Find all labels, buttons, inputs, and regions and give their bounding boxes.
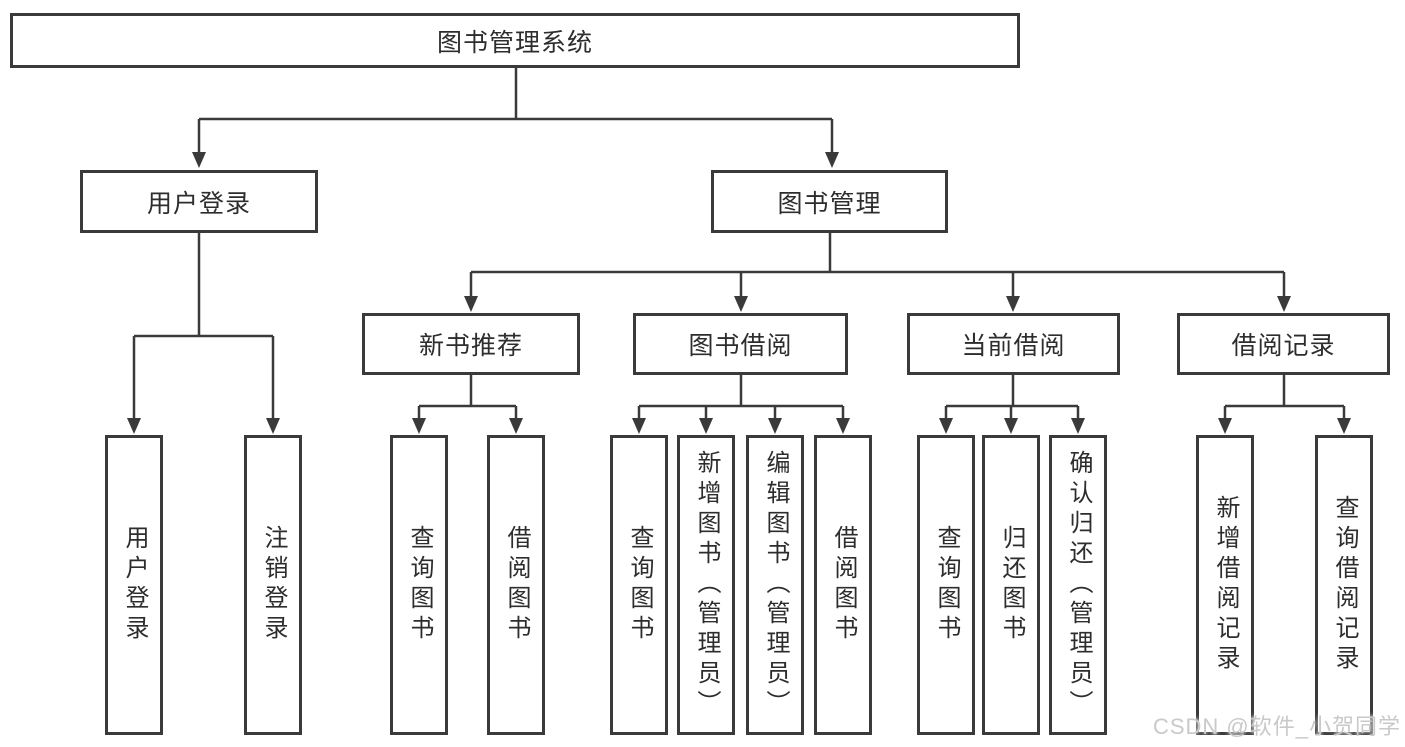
arrowhead (509, 418, 523, 434)
node-book-management: 图书管理 (711, 170, 948, 233)
arrowhead (1218, 418, 1232, 434)
leaf-borrow-books: 借阅图书 (814, 435, 872, 735)
node-current-borrow-label: 当前借阅 (961, 332, 1066, 360)
arrowhead (939, 418, 953, 434)
arrowhead (768, 418, 782, 434)
node-borrow-records-label: 借阅记录 (1231, 332, 1336, 360)
arrowhead (412, 418, 426, 434)
leaf-add-borrow-record-label: 新增借阅记录 (1212, 495, 1239, 675)
connector-new-book-recommend-to-leaves (417, 375, 518, 420)
connector-root-to-level2 (197, 68, 834, 154)
leaf-confirm-return-admin-label: 确认归还（管理员） (1065, 450, 1092, 720)
connector-book-borrow-to-leaves (637, 375, 845, 420)
arrowhead (464, 296, 478, 312)
connector-borrow-records-to-leaves (1223, 375, 1346, 420)
leaf-query-books-current: 查询图书 (917, 435, 975, 735)
leaf-query-books-current-label: 查询图书 (933, 525, 960, 645)
leaf-add-book-admin-label: 新增图书（管理员） (693, 450, 720, 720)
leaf-confirm-return-admin: 确认归还（管理员） (1049, 435, 1107, 735)
node-user-login-label: 用户登录 (146, 189, 251, 218)
leaf-query-books-recommend: 查询图书 (390, 435, 448, 735)
leaf-edit-book-admin-label: 编辑图书（管理员） (762, 450, 789, 720)
leaf-edit-book-admin: 编辑图书（管理员） (746, 435, 804, 735)
node-root-label: 图书管理系统 (436, 28, 593, 57)
connector-user-login-to-leaves (132, 233, 275, 420)
leaf-query-borrow-record: 查询借阅记录 (1315, 435, 1373, 735)
leaf-return-books-label: 归还图书 (998, 525, 1025, 645)
watermark: CSDN @软件_小贺同学 (1152, 714, 1401, 739)
node-root: 图书管理系统 (10, 13, 1020, 68)
leaf-user-login: 用户登录 (105, 435, 163, 735)
leaf-logout-label: 注销登录 (260, 525, 287, 645)
arrowhead (699, 418, 713, 434)
arrowhead (1277, 296, 1291, 312)
arrowhead (734, 296, 748, 312)
node-book-management-label: 图书管理 (777, 189, 882, 218)
arrowhead (836, 418, 850, 434)
arrowhead (825, 152, 839, 168)
leaf-query-books-recommend-label: 查询图书 (406, 525, 433, 645)
arrowhead (1006, 296, 1020, 312)
leaf-user-login-label: 用户登录 (121, 525, 148, 645)
node-borrow-records: 借阅记录 (1177, 313, 1390, 375)
leaf-borrow-books-label: 借阅图书 (830, 525, 857, 645)
leaf-add-book-admin: 新增图书（管理员） (677, 435, 735, 735)
leaf-query-books-borrow-label: 查询图书 (626, 525, 653, 645)
arrowhead (192, 152, 206, 168)
leaf-query-books-borrow: 查询图书 (610, 435, 668, 735)
leaf-return-books: 归还图书 (982, 435, 1040, 735)
connector-book-management-to-level3 (469, 233, 1286, 298)
leaf-borrow-books-recommend-label: 借阅图书 (503, 525, 530, 645)
leaf-borrow-books-recommend: 借阅图书 (487, 435, 545, 735)
connector-current-borrow-to-leaves (944, 375, 1080, 420)
arrowhead (1071, 418, 1085, 434)
arrowhead (1004, 418, 1018, 434)
arrowhead (632, 418, 646, 434)
leaf-query-borrow-record-label: 查询借阅记录 (1331, 495, 1358, 675)
node-user-login: 用户登录 (80, 170, 318, 233)
node-book-borrow: 图书借阅 (633, 313, 848, 375)
leaf-add-borrow-record: 新增借阅记录 (1196, 435, 1254, 735)
node-current-borrow: 当前借阅 (907, 313, 1120, 375)
node-book-borrow-label: 图书借阅 (688, 332, 793, 360)
node-new-book-recommend: 新书推荐 (362, 313, 580, 375)
leaf-logout: 注销登录 (244, 435, 302, 735)
node-new-book-recommend-label: 新书推荐 (418, 332, 523, 360)
arrowhead (127, 418, 141, 434)
arrowhead (1337, 418, 1351, 434)
arrowhead (266, 418, 280, 434)
